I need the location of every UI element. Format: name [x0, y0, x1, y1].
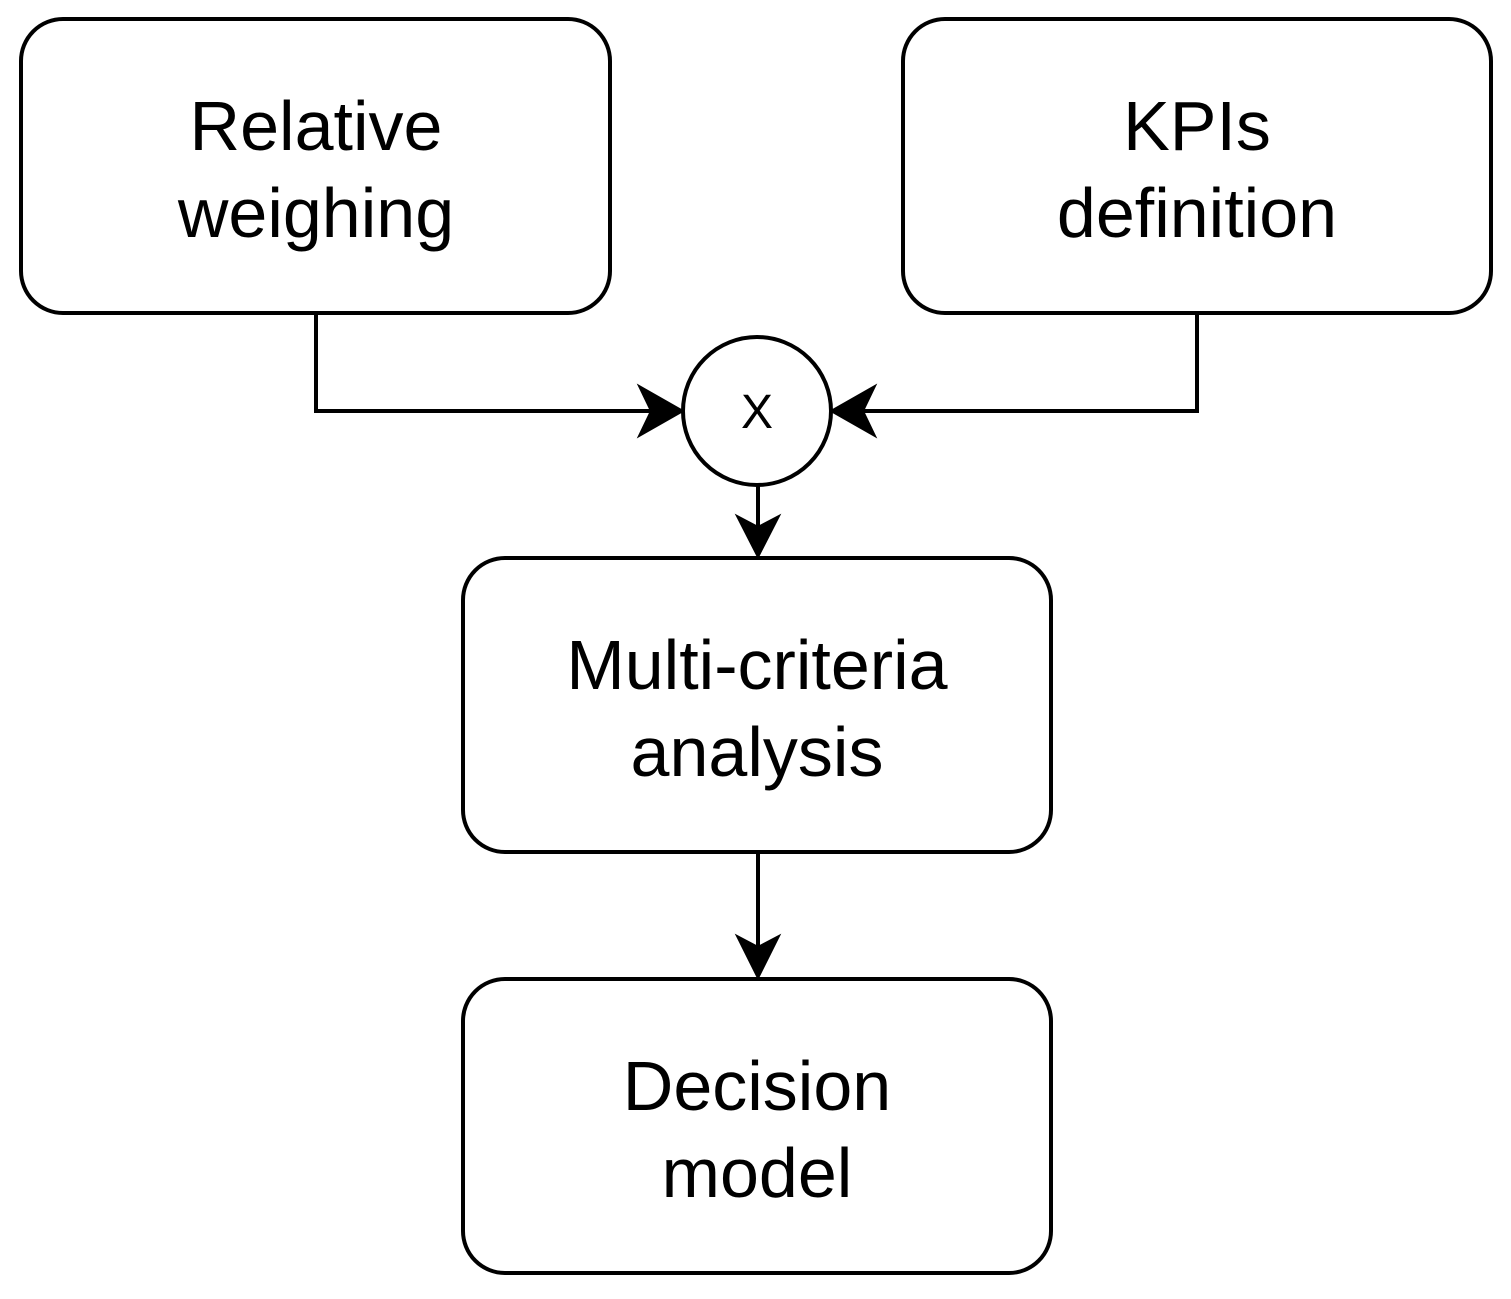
node-multiply: X: [681, 335, 833, 487]
node-relative-weighing-line1: Relative: [190, 87, 443, 165]
multiply-circle: [681, 335, 833, 487]
node-kpis-definition-box: [901, 17, 1493, 315]
edge-kpis-definition-to-multiply: [863, 313, 1199, 413]
node-decision-model-line2: model: [662, 1134, 853, 1212]
node-kpis-definition: KPIs definition: [901, 17, 1493, 315]
arrowhead-into-multi-criteria: [734, 513, 782, 560]
node-decision-model: Decision model: [461, 977, 1053, 1275]
node-multi-criteria-analysis-box: [461, 556, 1053, 854]
node-decision-model-line1: Decision: [623, 1047, 891, 1125]
node-relative-weighing-box: [19, 17, 612, 315]
node-multi-criteria-analysis: Multi-criteria analysis: [461, 556, 1053, 854]
node-multi-criteria-analysis-line2: analysis: [631, 713, 884, 791]
node-decision-model-box: [461, 977, 1053, 1275]
node-relative-weighing: Relative weighing: [19, 17, 612, 315]
node-relative-weighing-line2: weighing: [177, 174, 454, 252]
arrowhead-into-multiply-left: [636, 383, 686, 439]
arrowhead-into-multiply-right: [828, 383, 878, 439]
node-kpis-definition-line2: definition: [1057, 174, 1337, 252]
arrowhead-into-decision-model: [734, 933, 782, 981]
multiply-symbol: X: [741, 386, 773, 439]
node-kpis-definition-line1: KPIs: [1123, 87, 1271, 165]
node-multi-criteria-analysis-line1: Multi-criteria: [566, 626, 947, 704]
edge-relative-weighing-to-multiply: [314, 313, 650, 413]
